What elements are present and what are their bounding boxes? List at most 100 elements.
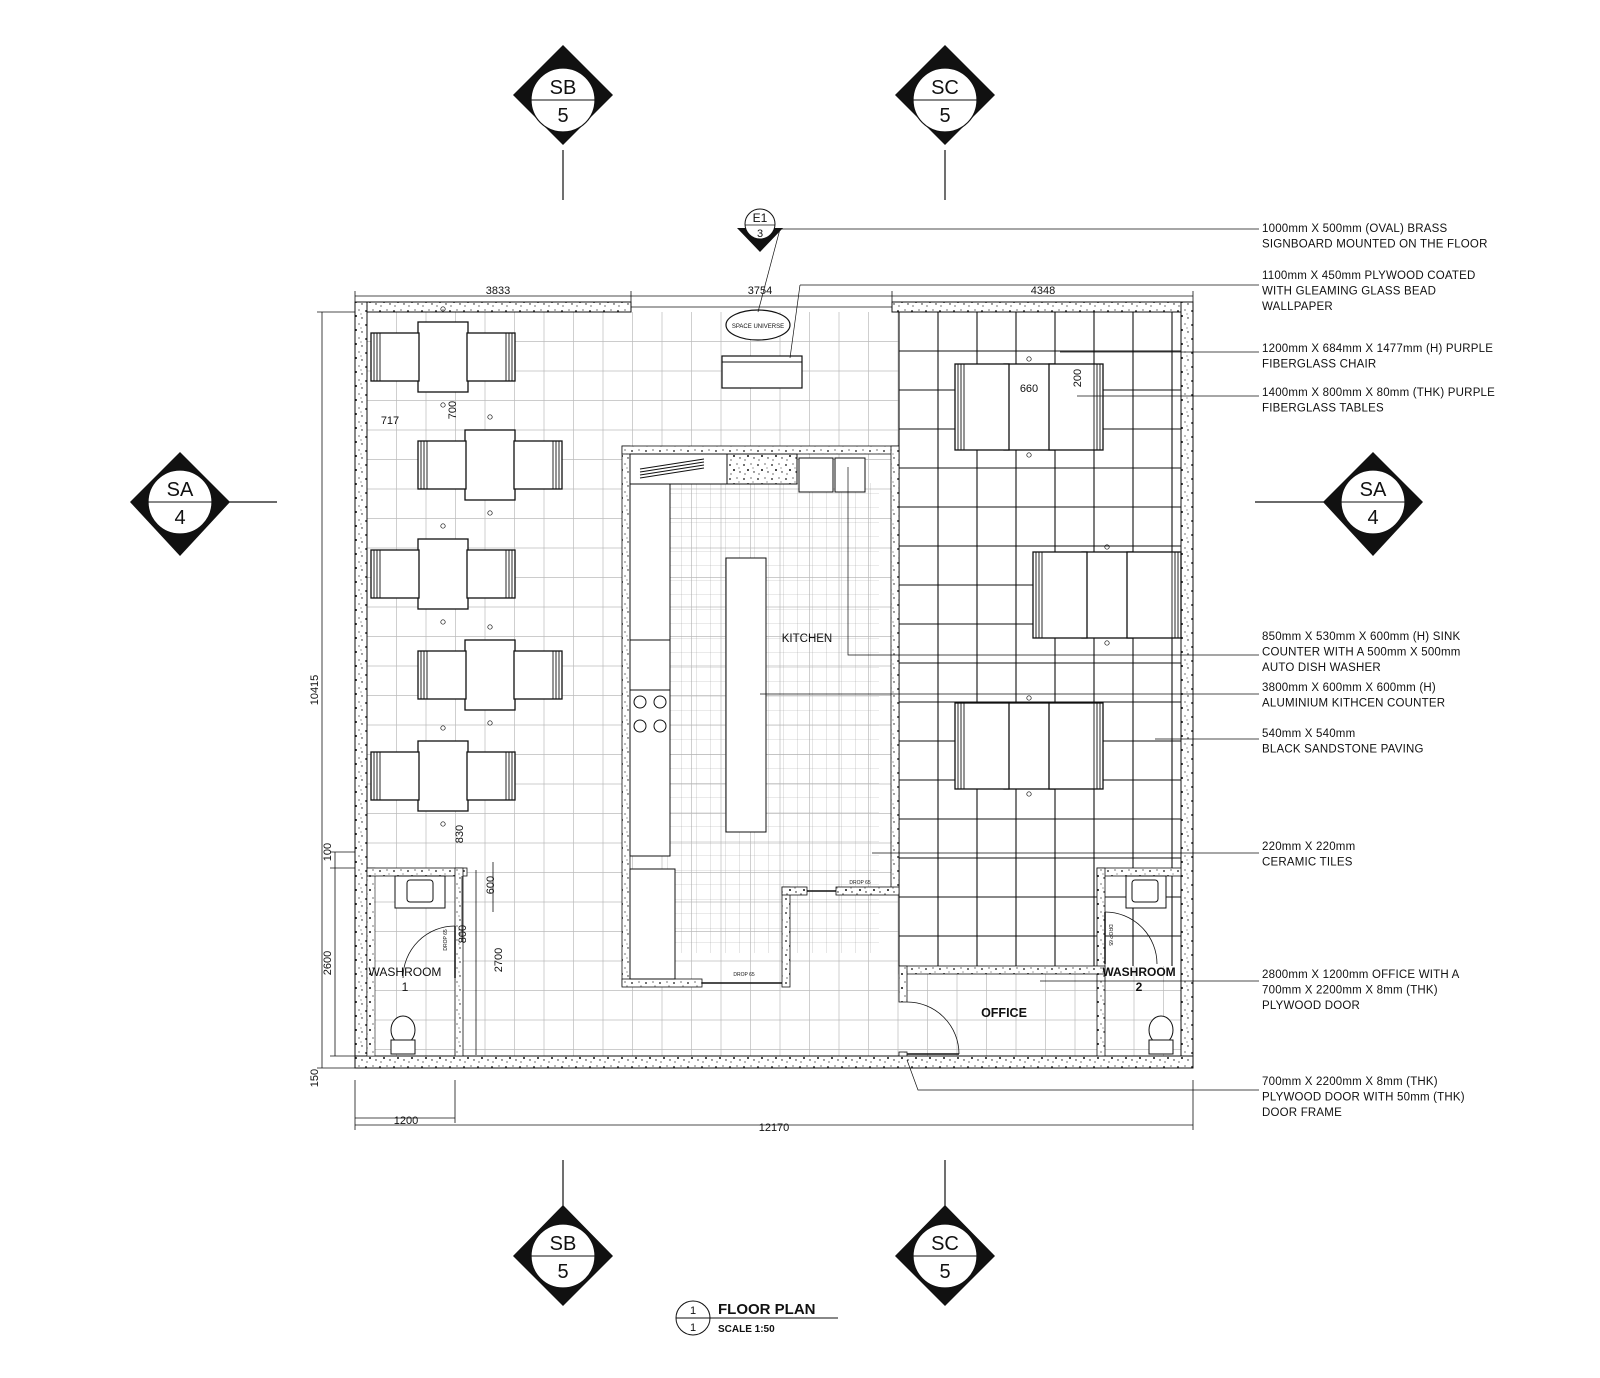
svg-text:DROP 65: DROP 65 bbox=[733, 972, 755, 978]
svg-text:4: 4 bbox=[1367, 507, 1378, 529]
svg-text:10415: 10415 bbox=[309, 675, 321, 706]
table-set-left-1 bbox=[370, 306, 516, 408]
svg-text:DROP 65: DROP 65 bbox=[1107, 924, 1113, 946]
svg-text:830: 830 bbox=[454, 825, 466, 843]
svg-text:5: 5 bbox=[557, 105, 568, 127]
leader-lines bbox=[757, 228, 1259, 1091]
note-9-line-3: PLYWOOD DOOR bbox=[1262, 1000, 1360, 1012]
aluminium-counter bbox=[629, 483, 671, 857]
svg-text:200: 200 bbox=[1072, 369, 1084, 387]
note-1-line-1: 1000mm X 500mm (OVAL) BRASS bbox=[1262, 223, 1448, 235]
svg-text:SCALE 1:50: SCALE 1:50 bbox=[718, 1324, 775, 1335]
note-6-line-1: 3800mm X 600mm X 600mm (H) bbox=[1262, 682, 1436, 694]
svg-text:3754: 3754 bbox=[748, 285, 772, 297]
note-2-line-1: 1100mm X 450mm PLYWOOD COATED bbox=[1262, 270, 1476, 282]
note-4-line-2: FIBERGLASS TABLES bbox=[1262, 403, 1384, 415]
svg-text:5: 5 bbox=[557, 1261, 568, 1283]
svg-text:4: 4 bbox=[174, 507, 185, 529]
note-5-line-2: COUNTER WITH A 500mm X 500mm bbox=[1262, 647, 1461, 659]
svg-text:717: 717 bbox=[381, 415, 399, 427]
svg-text:KITCHEN: KITCHEN bbox=[782, 633, 832, 645]
note-7-line-1: 540mm X 540mm bbox=[1262, 728, 1355, 740]
table-set-right-1 bbox=[954, 356, 1104, 458]
note-10-line-1: 700mm X 2200mm X 8mm (THK) bbox=[1262, 1076, 1438, 1088]
svg-text:660: 660 bbox=[1020, 383, 1038, 395]
dining-area-left bbox=[370, 306, 563, 827]
svg-text:3: 3 bbox=[757, 228, 763, 240]
svg-text:SB: SB bbox=[550, 1233, 577, 1255]
note-1-line-2: SIGNBOARD MOUNTED ON THE FLOOR bbox=[1262, 239, 1488, 251]
svg-text:2700: 2700 bbox=[493, 948, 505, 972]
brass-signboard: SPACE UNIVERSE bbox=[725, 309, 791, 341]
svg-text:OFFICE: OFFICE bbox=[981, 1006, 1027, 1020]
note-8-line-2: CERAMIC TILES bbox=[1262, 857, 1353, 869]
svg-text:4348: 4348 bbox=[1031, 285, 1055, 297]
svg-text:SC: SC bbox=[931, 1233, 959, 1255]
washroom-2 bbox=[1096, 867, 1182, 1057]
note-3-line-1: 1200mm X 684mm X 1477mm (H) PURPLE bbox=[1262, 343, 1493, 355]
svg-text:100: 100 bbox=[322, 843, 334, 861]
svg-text:SC: SC bbox=[931, 77, 959, 99]
table-set-right-2 bbox=[1032, 544, 1182, 646]
table-set-left-2 bbox=[417, 414, 563, 516]
svg-text:150: 150 bbox=[309, 1069, 321, 1087]
signboard-base bbox=[726, 453, 798, 485]
svg-text:FLOOR PLAN: FLOOR PLAN bbox=[718, 1301, 816, 1318]
sink-counter bbox=[798, 457, 834, 493]
note-6-line-2: ALUMINIUM KITHCEN COUNTER bbox=[1262, 698, 1445, 710]
note-5-line-1: 850mm X 530mm X 600mm (H) SINK bbox=[1262, 631, 1460, 643]
svg-text:1: 1 bbox=[690, 1322, 696, 1334]
svg-text:700: 700 bbox=[447, 401, 459, 419]
dimension-labels: 3833 3754 4348 12170 1200 10415 2600 100… bbox=[309, 285, 1084, 1134]
svg-text:12170: 12170 bbox=[759, 1122, 790, 1134]
svg-text:1200: 1200 bbox=[394, 1115, 418, 1127]
washroom-1 bbox=[366, 867, 468, 1057]
svg-text:800: 800 bbox=[457, 925, 469, 943]
svg-text:5: 5 bbox=[939, 1261, 950, 1283]
svg-text:1: 1 bbox=[690, 1305, 696, 1317]
section-marker-sb-bottom: SB 5 bbox=[513, 1160, 613, 1306]
exterior-walls bbox=[354, 301, 1194, 1069]
svg-text:SB: SB bbox=[550, 77, 577, 99]
note-4-line-1: 1400mm X 800mm X 80mm (THK) PURPLE bbox=[1262, 387, 1495, 399]
section-marker-sa-right: SA 4 bbox=[1255, 452, 1423, 556]
note-9-line-2: 700mm X 2200mm X 8mm (THK) bbox=[1262, 985, 1438, 997]
plywood-board bbox=[721, 355, 803, 389]
kitchen-walls bbox=[621, 445, 900, 988]
dining-area-right bbox=[954, 356, 1182, 797]
annotation-notes: 1000mm X 500mm (OVAL) BRASS SIGNBOARD MOU… bbox=[1262, 223, 1495, 1119]
note-10-line-3: DOOR FRAME bbox=[1262, 1107, 1342, 1119]
note-7-line-2: BLACK SANDSTONE PAVING bbox=[1262, 744, 1424, 756]
dimension-lines bbox=[317, 291, 1194, 1130]
table-set-left-5 bbox=[370, 725, 516, 827]
office-room bbox=[898, 965, 1106, 1057]
svg-text:WASHROOM: WASHROOM bbox=[1102, 965, 1175, 979]
table-set-left-3 bbox=[370, 523, 516, 625]
kitchen-island bbox=[725, 557, 767, 833]
note-9-line-1: 2800mm X 1200mm OFFICE WITH A bbox=[1262, 969, 1460, 981]
note-2-line-3: WALLPAPER bbox=[1262, 301, 1333, 313]
svg-text:5: 5 bbox=[939, 105, 950, 127]
elevation-marker-e1: E1 3 bbox=[737, 208, 783, 252]
svg-text:600: 600 bbox=[485, 876, 497, 894]
svg-text:1: 1 bbox=[402, 980, 409, 994]
room-labels: KITCHEN WASHROOM 1 WASHROOM 2 OFFICE DRO… bbox=[369, 633, 1176, 1020]
kitchen-fine-tiles bbox=[657, 483, 879, 953]
table-set-left-4 bbox=[417, 624, 563, 726]
svg-text:SA: SA bbox=[167, 479, 194, 501]
note-5-line-3: AUTO DISH WASHER bbox=[1262, 662, 1381, 674]
note-3-line-2: FIBERGLASS CHAIR bbox=[1262, 359, 1376, 371]
svg-text:E1: E1 bbox=[753, 211, 768, 225]
svg-text:DROP 65: DROP 65 bbox=[443, 929, 449, 951]
svg-text:SPACE UNIVERSE: SPACE UNIVERSE bbox=[732, 324, 784, 330]
section-marker-sc-bottom: SC 5 bbox=[895, 1160, 995, 1306]
svg-text:WASHROOM: WASHROOM bbox=[369, 965, 442, 979]
section-marker-sc-top: SC 5 bbox=[895, 45, 995, 200]
svg-text:3833: 3833 bbox=[486, 285, 510, 297]
section-marker-sa-left: SA 4 bbox=[130, 452, 277, 556]
svg-text:2: 2 bbox=[1136, 980, 1143, 994]
svg-text:2600: 2600 bbox=[322, 951, 334, 975]
note-2-line-2: WITH GLEAMING GLASS BEAD bbox=[1262, 286, 1436, 298]
kitchen-fixtures bbox=[629, 453, 866, 980]
